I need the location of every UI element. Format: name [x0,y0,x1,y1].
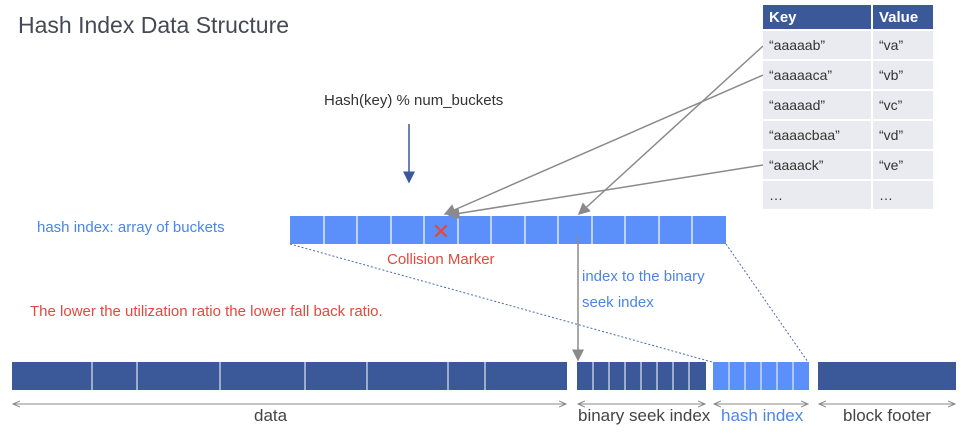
key-arrow-aaaack [447,164,764,220]
hash-index-label: hash index: array of buckets [37,219,225,236]
hash-index-section [713,362,809,390]
bucket-array [290,216,726,244]
table-row: “aaaack” “ve” [763,149,933,180]
table-header-key: Key [763,5,873,30]
binary-pointer-label-cont: seek index [582,294,654,311]
table-row: “aaaaaca” “vb” [763,59,933,90]
key-arrow-aaaaaca [443,74,764,216]
projection-right [725,243,809,363]
table-cell-value: “vc” [872,89,933,120]
segment-label-data: data [254,406,288,425]
table-cell-value: “ve” [872,149,933,180]
table-row: … … [763,179,933,209]
table-cell-value: “vd” [872,119,933,150]
collision-x-icon: ✕ [432,220,450,245]
key-value-table: Key Value “aaaaab” “va” “aaaaaca” “vb” “… [763,5,933,209]
table-cell-key: “aaaacbaa” [763,119,873,150]
key-arrow-aaaaab [577,45,764,216]
table-cell-value: “va” [872,29,933,60]
table-cell-key: “aaaaad” [763,89,873,120]
projection-left [289,243,713,363]
utilization-note: The lower the utilization ratio the lowe… [30,303,383,320]
binary-seek-index-section [577,362,706,390]
block-footer-section [818,362,956,390]
segment-label-binary-seek-index: binary seek index [578,406,711,425]
table-row: “aaaaab” “va” [763,29,933,60]
binary-pointer-label: index to the binary [582,268,705,285]
segment-label-hash-index: hash index [721,406,804,425]
table-cell-key: “aaaaaca” [763,59,873,90]
table-row: “aaaacbaa” “vd” [763,119,933,150]
table-cell-value: … [872,179,933,209]
data-section [12,362,567,390]
table-header-value: Value [872,5,933,30]
page-title: Hash Index Data Structure [18,12,290,38]
table-cell-key: … [763,179,873,209]
table-row: “aaaaad” “vc” [763,89,933,120]
table-cell-value: “vb” [872,59,933,90]
segment-label-block-footer: block footer [843,406,931,425]
hash-formula: Hash(key) % num_buckets [324,92,504,109]
table-cell-key: “aaaaab” [763,29,873,60]
collision-marker-label: Collision Marker [387,251,495,268]
table-cell-key: “aaaack” [763,149,873,180]
